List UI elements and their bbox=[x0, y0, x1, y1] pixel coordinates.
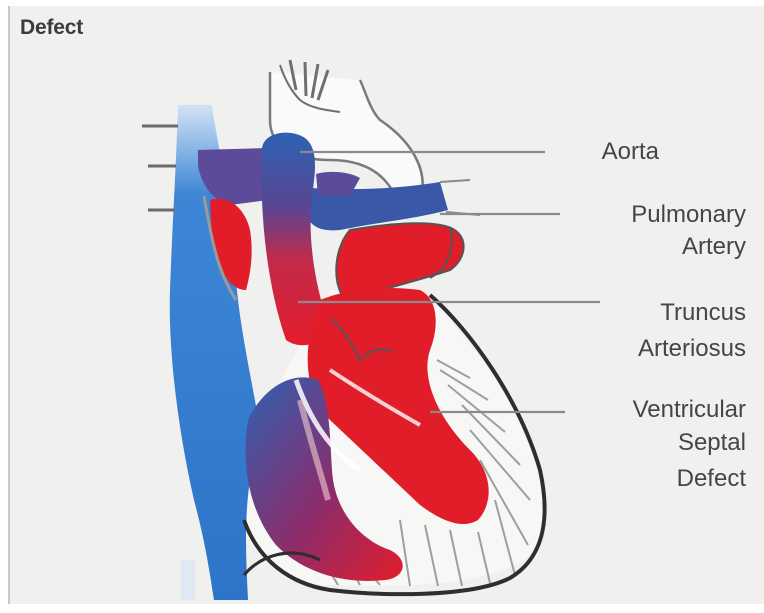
label-pulmonary-artery-line1: Pulmonary bbox=[631, 200, 746, 230]
label-ventricular-septal-defect-line1: Ventricular bbox=[633, 395, 746, 425]
label-truncus-arteriosus-line2: Arteriosus bbox=[638, 334, 746, 364]
label-ventricular-septal-defect-line2: Septal bbox=[678, 428, 746, 458]
label-aorta: Aorta bbox=[602, 137, 659, 167]
label-pulmonary-artery-line2: Artery bbox=[682, 232, 746, 262]
label-truncus-arteriosus-line1: Truncus bbox=[660, 298, 746, 328]
diagram-title: Defect bbox=[20, 16, 83, 40]
label-ventricular-septal-defect-line3: Defect bbox=[677, 464, 746, 494]
